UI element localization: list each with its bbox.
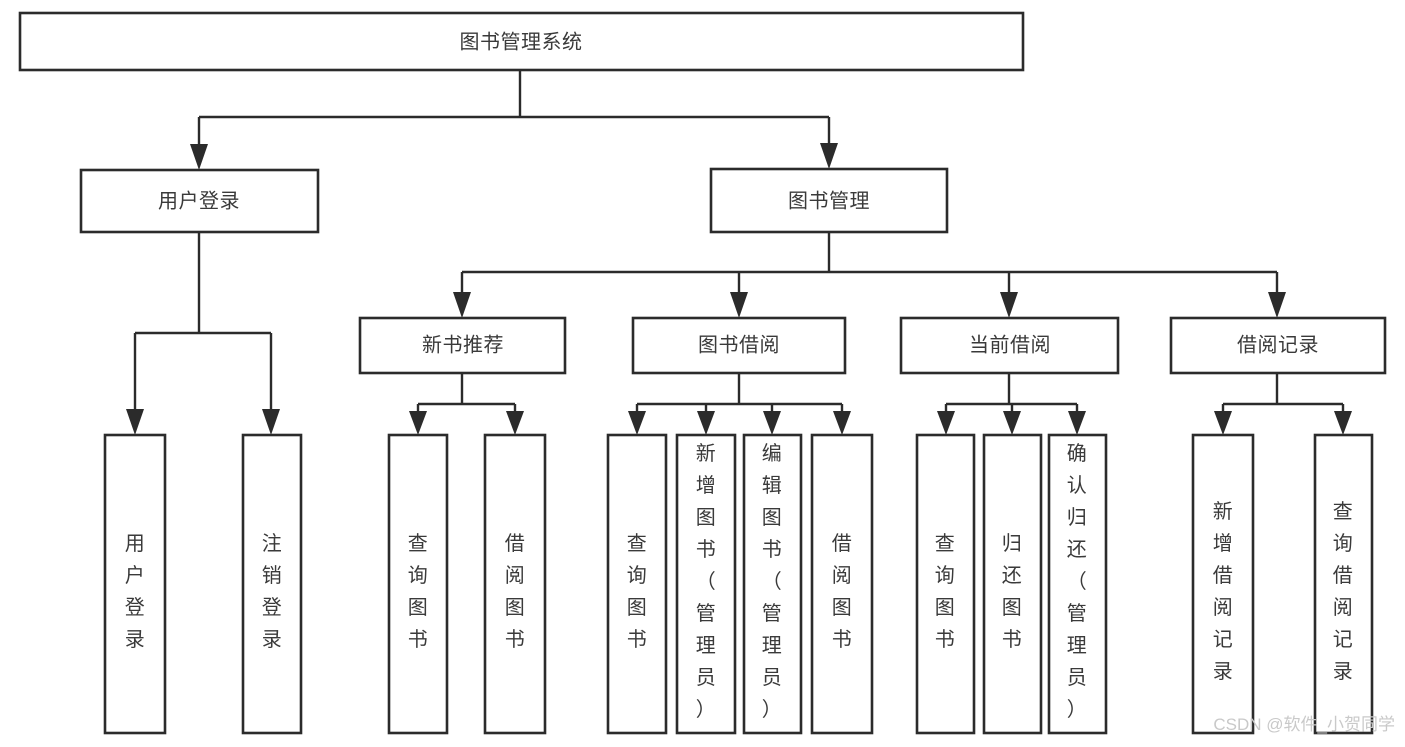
node-l4-query-book-c-box[interactable] [915,433,976,735]
node-l4-query-book-c[interactable]: 查询图书 [915,433,976,735]
node-l4-add-book[interactable]: 新增图书（管理员） [675,433,737,735]
arrow-head-l4-query-record [1334,411,1352,435]
node-current-borrow[interactable]: 当前借阅 [899,316,1120,375]
node-l4-borrow-book-a[interactable]: 借阅图书 [483,433,547,735]
arrow-head-borrow-record [1268,292,1286,318]
arrow-head-l4-borrow-book-b [833,411,851,435]
node-new-book-rec[interactable]: 新书推荐 [358,316,567,375]
node-book-manage-label: 图书管理 [788,189,870,212]
node-l4-query-book-a[interactable]: 查询图书 [387,433,449,735]
arrow-head-l4-user-logout [262,409,280,435]
node-l4-edit-book[interactable]: 编辑图书（管理员） [742,433,803,735]
node-l4-return-book-box[interactable] [982,433,1043,735]
node-l4-query-book-b-label: 查询图书 [627,532,648,651]
connector-layer [126,70,1352,435]
arrow-head-book-borrow [730,292,748,318]
arrow-head-l4-borrow-book-a [506,411,524,435]
node-l4-query-book-b-box[interactable] [606,433,668,735]
node-l4-add-book-label: 新增图书（管理员） [696,442,717,721]
arrow-head-user-login [190,144,208,170]
node-book-manage-box[interactable] [709,167,949,234]
node-user-login-box[interactable] [79,168,320,234]
arrow-head-l4-confirm-return [1068,411,1086,435]
node-book-borrow[interactable]: 图书借阅 [631,316,847,375]
edge-book-borrow-to-leaves [635,373,844,419]
node-current-borrow-label: 当前借阅 [969,333,1051,356]
node-l4-query-book-c-label: 查询图书 [935,532,956,651]
node-l4-borrow-book-b[interactable]: 借阅图书 [810,433,874,735]
node-l4-return-book[interactable]: 归还图书 [982,433,1043,735]
csdn-watermark: CSDN @软件_小贺同学 [1213,715,1395,734]
node-book-borrow-box[interactable] [631,316,847,375]
node-layer: 图书管理系统 用户登录 图书管理 新书推荐 图书借阅 [18,11,1387,735]
node-borrow-record-label: 借阅记录 [1237,333,1319,356]
node-root-label: 图书管理系统 [460,30,583,53]
node-root[interactable]: 图书管理系统 [18,11,1025,72]
node-l4-query-book-a-label: 查询图书 [408,532,429,651]
edge-borrow-record-to-leaves [1221,373,1345,419]
node-l4-add-record-label: 新增借阅记录 [1213,500,1234,683]
node-l4-query-record-box[interactable] [1313,433,1374,735]
node-borrow-record[interactable]: 借阅记录 [1169,316,1387,375]
arrow-head-l4-return-book [1003,411,1021,435]
arrow-head-l4-user-login [126,409,144,435]
node-l4-borrow-book-a-label: 借阅图书 [505,532,526,651]
node-l4-user-logout-box[interactable] [241,433,303,735]
node-root-box[interactable] [18,11,1025,72]
edge-book-manage-to-level3 [460,232,1279,300]
node-l4-return-book-label: 归还图书 [1002,532,1023,651]
arrow-head-l4-query-book-c [937,411,955,435]
node-user-login-label: 用户登录 [158,189,240,212]
node-l4-confirm-return-box[interactable] [1047,433,1108,735]
node-current-borrow-box[interactable] [899,316,1120,375]
node-l4-confirm-return-label: 确认归还（管理员） [1067,442,1088,721]
node-l4-user-logout[interactable]: 注销登录 [241,433,303,735]
node-l4-borrow-book-a-box[interactable] [483,433,547,735]
node-l4-borrow-book-b-box[interactable] [810,433,874,735]
edge-user-login-to-leaves [133,232,273,417]
node-l4-user-login-box[interactable] [103,433,167,735]
arrow-head-l4-add-record [1214,411,1232,435]
edge-root-to-level2 [197,70,831,152]
node-l4-query-record-label: 查询借阅记录 [1333,500,1354,683]
node-l4-edit-book-box[interactable] [742,433,803,735]
node-book-manage[interactable]: 图书管理 [709,167,949,234]
node-user-login[interactable]: 用户登录 [79,168,320,234]
node-l4-user-logout-label: 注销登录 [262,532,283,651]
arrow-head-book-manage [820,143,838,169]
arrow-head-l4-add-book [697,411,715,435]
node-book-borrow-label: 图书借阅 [698,333,780,356]
arrow-head-l4-query-book-a [409,411,427,435]
node-l4-add-book-box[interactable] [675,433,737,735]
edge-new-book-rec-to-leaves [416,373,517,419]
node-l4-query-record[interactable]: 查询借阅记录 [1313,433,1374,735]
arrow-head-new-book-rec [453,292,471,318]
node-l4-add-record[interactable]: 新增借阅记录 [1191,433,1255,735]
node-new-book-rec-box[interactable] [358,316,567,375]
node-new-book-rec-label: 新书推荐 [422,333,504,356]
node-l4-edit-book-label: 编辑图书（管理员） [762,442,783,721]
node-l4-user-login[interactable]: 用户登录 [103,433,167,735]
arrow-head-l4-edit-book [763,411,781,435]
node-l4-borrow-book-b-label: 借阅图书 [832,532,853,651]
node-l4-add-record-box[interactable] [1191,433,1255,735]
node-l4-confirm-return[interactable]: 确认归还（管理员） [1047,433,1108,735]
node-l4-user-login-label: 用户登录 [125,533,146,651]
arrow-head-l4-query-book-b [628,411,646,435]
node-l4-query-book-a-box[interactable] [387,433,449,735]
arrow-head-current-borrow [1000,292,1018,318]
node-borrow-record-box[interactable] [1169,316,1387,375]
node-l4-query-book-b[interactable]: 查询图书 [606,433,668,735]
